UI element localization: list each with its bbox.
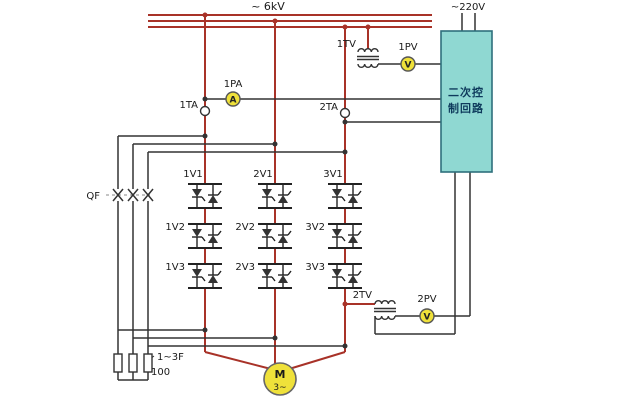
control-box-body <box>440 30 493 173</box>
ct-2ta-symbol <box>339 107 351 119</box>
motor-phase-label: 3~ <box>273 383 286 393</box>
pt1-label: 1TV <box>337 39 356 50</box>
thyristor-pair-2v2 <box>257 223 293 249</box>
voltmeter-1pv: V <box>400 56 416 72</box>
ammeter-1pa-body <box>225 91 241 107</box>
thyristor-label-1v1: 1V1 <box>183 169 203 180</box>
fuse-name-label: 1~3F <box>157 352 184 363</box>
thyristor-pair-2v3 <box>257 263 293 289</box>
breaker-label: QF <box>86 191 100 202</box>
pa1-label: 1PA <box>224 79 243 90</box>
thyristor-pair-1v1 <box>187 183 223 209</box>
ct1-label: 1TA <box>179 100 198 111</box>
thyristor-label-3v2: 3V2 <box>305 222 325 233</box>
power-junction-dots <box>202 12 371 307</box>
ct2-label: 2TA <box>319 102 338 113</box>
voltmeter-1pv-body <box>400 56 416 72</box>
ammeter-1pa: A <box>225 91 241 107</box>
thyristor-grid <box>187 183 363 289</box>
control-supply-label: ~220V <box>451 2 485 13</box>
thyristor-label-2v2: 2V2 <box>235 222 255 233</box>
control-junction-dots <box>202 96 348 349</box>
ammeter-1pa-dial: A <box>230 96 237 106</box>
voltmeter-2pv: V <box>419 308 435 324</box>
bus-voltage-label: ~ 6kV <box>251 0 285 13</box>
voltmeter-2pv-dial: V <box>424 313 431 323</box>
thyristor-label-2v3: 2V3 <box>235 262 255 273</box>
thyristor-label-1v2: 1V2 <box>165 222 185 233</box>
ct-1ta-symbol <box>199 105 211 117</box>
thyristor-pair-3v3 <box>327 263 363 289</box>
thyristor-pair-3v2 <box>327 223 363 249</box>
control-lines <box>117 13 476 381</box>
thyristor-label-2v1: 2V1 <box>253 169 273 180</box>
pt2-label: 2TV <box>353 290 372 301</box>
thyristor-label-3v3: 3V3 <box>305 262 325 273</box>
thyristor-pair-3v1 <box>327 183 363 209</box>
thyristor-label-1v3: 1V3 <box>165 262 185 273</box>
thyristor-pair-1v2 <box>187 223 223 249</box>
voltmeter-2pv-body <box>419 308 435 324</box>
motor-letter: M <box>275 368 286 381</box>
fuse-value-label: 100 <box>151 367 170 378</box>
pv2-label: 2PV <box>417 294 436 305</box>
voltmeter-1pv-dial: V <box>405 61 412 71</box>
motor-body <box>263 362 297 396</box>
diagram-labels: ~ 6kV ~220V 1TV 1PV 1PA 1TA 2TA QF 1~3F … <box>86 0 485 378</box>
thyristor-pair-2v1 <box>257 183 293 209</box>
pv1-label: 1PV <box>398 42 417 53</box>
power-lines <box>148 14 432 370</box>
control-box: 二次控 制回路 <box>440 30 493 173</box>
transformer-2tv-symbol <box>373 299 397 321</box>
motor-symbol: M 3~ <box>263 362 297 396</box>
fuse-group <box>113 353 153 373</box>
thyristor-pair-1v3 <box>187 263 223 289</box>
control-box-text-line2: 制回路 <box>448 101 484 115</box>
control-box-text-line1: 二次控 <box>448 85 484 99</box>
thyristor-label-3v1: 3V1 <box>323 169 343 180</box>
breaker-qf-symbol <box>106 188 154 202</box>
transformer-1tv-symbol <box>356 47 380 69</box>
